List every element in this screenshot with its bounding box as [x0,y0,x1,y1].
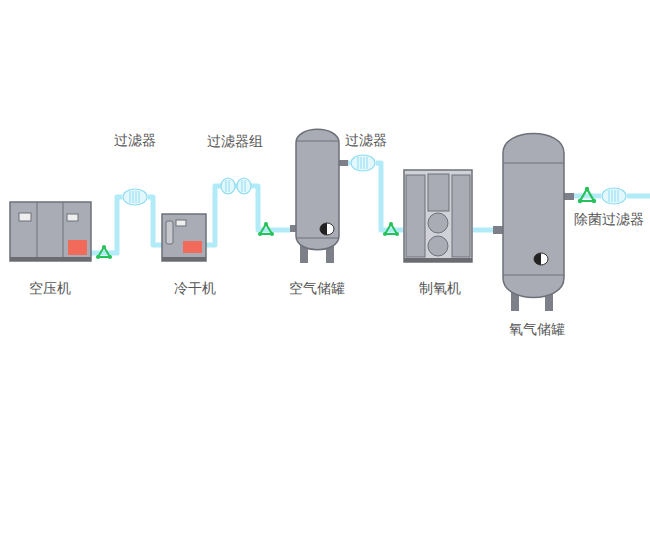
pipe-connector [473,228,493,233]
generator-body [404,170,472,262]
tank-seam [503,163,564,164]
valve-symbol [258,222,274,236]
tank-nozzle [493,226,503,234]
valve-symbol [383,222,399,236]
equipment-label: 过滤器 [345,131,387,149]
pressure-gauge [320,223,334,235]
tank-nozzle [564,193,574,200]
tank-seam [296,238,339,239]
filter-icon [123,189,147,205]
filter-node: 除菌过滤器 [601,187,627,205]
pipe-connector [206,186,219,245]
equipment-label: 过滤器组 [207,132,263,150]
equipment-node: 冷干机 [162,214,206,261]
tank-body [503,134,564,298]
compressor-body [10,202,91,261]
equipment-label: 除菌过滤器 [574,210,644,228]
tank-seam [296,141,339,142]
equipment-label: 过滤器 [114,131,156,149]
dryer-body [162,214,206,261]
filter-icon [351,155,375,171]
pipe-connector [376,163,403,230]
tank-body [296,129,339,249]
equipment-drawing [10,202,91,261]
tank-nozzle [339,160,348,166]
equipment-node: 制氧机 [403,169,473,263]
equipment-node: 空气储罐 [290,128,342,264]
equipment-drawing [290,128,342,264]
pipe-connector [148,197,162,245]
equipment-label: 冷干机 [174,279,216,297]
equipment-label: 制氧机 [419,279,461,297]
equipment-drawing [122,188,148,206]
pressure-gauge [534,253,548,265]
pipe-connector [91,197,122,253]
equipment-label: 空气储罐 [289,279,345,297]
pipe-connector [573,194,601,199]
equipment-drawing [350,154,376,172]
outlet-pipe [627,196,650,197]
filter-node: 过滤器组 [219,177,253,195]
filter-node: 过滤器 [350,154,376,172]
pipe-stub [627,194,650,199]
equipment-label: 空压机 [29,279,71,297]
valve-symbol [578,187,596,203]
pipe-connector [253,186,290,230]
valve-symbol [96,245,112,259]
filter-icon [221,178,235,194]
equipment-node: 空压机 [10,202,91,261]
equipment-drawing [403,169,473,263]
filter-node: 过滤器 [122,188,148,206]
equipment-drawing [601,187,627,205]
tank-seam [503,275,564,276]
equipment-drawing [493,132,573,312]
equipment-label: 氧气储罐 [509,320,565,338]
filter-icon [237,178,251,194]
equipment-drawing [162,214,206,261]
filter-icon [602,188,626,204]
equipment-drawing [219,177,253,195]
equipment-node: 氧气储罐 [493,132,573,312]
